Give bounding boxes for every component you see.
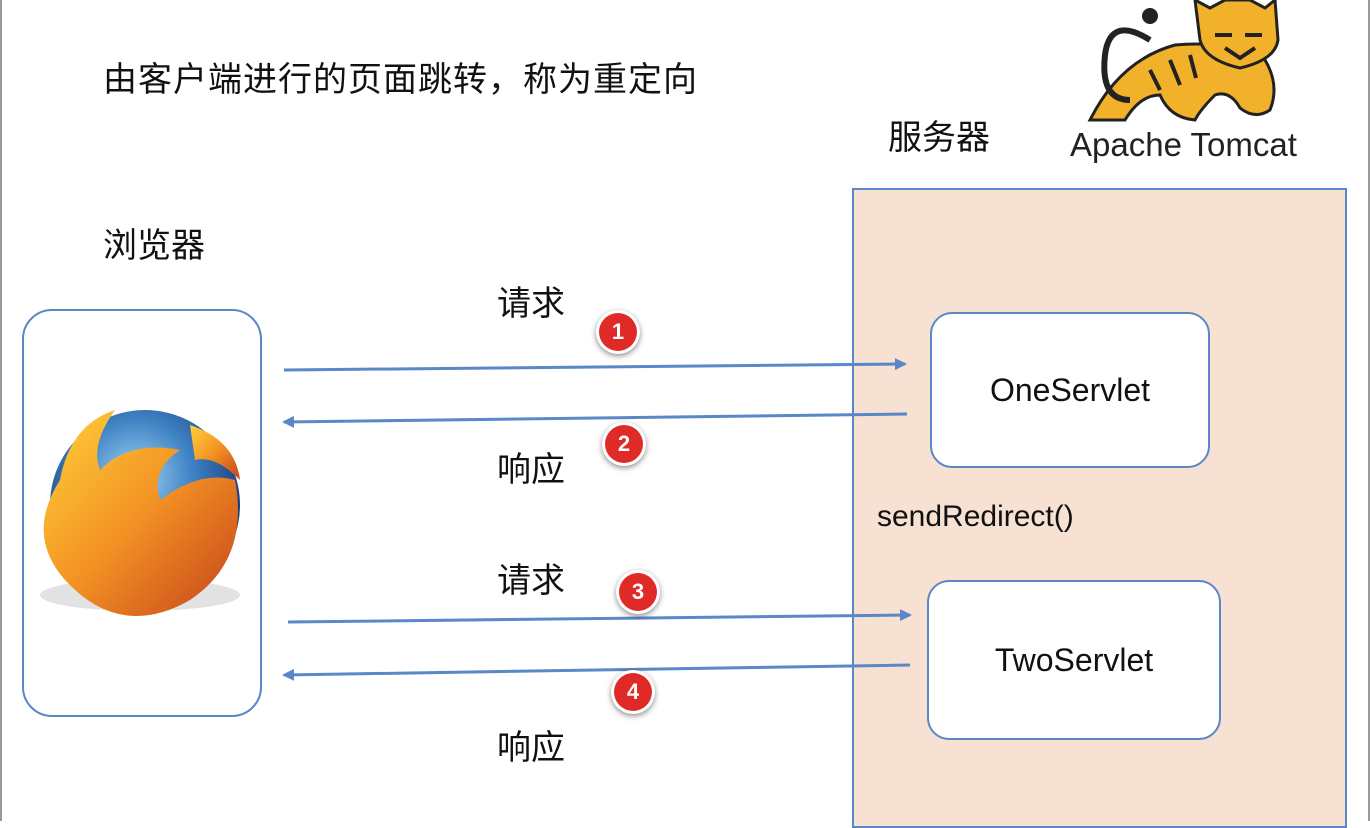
arrow-label-2: 响应 (497, 450, 565, 490)
step-badge-3: 3 (619, 573, 657, 611)
browser-label: 浏览器 (103, 226, 205, 266)
step-badge-2: 2 (605, 425, 643, 463)
one-servlet-box: OneServlet (930, 312, 1210, 468)
step-badge-1: 1 (599, 313, 637, 351)
response-arrow-4 (282, 663, 911, 681)
arrow-label-4: 响应 (497, 728, 565, 768)
send-redirect-label: sendRedirect() (877, 500, 1074, 533)
request-arrow-3 (287, 609, 912, 624)
tomcat-label: Apache Tomcat (1070, 126, 1297, 163)
step-badge-4: 4 (614, 673, 652, 711)
response-arrow-2 (282, 412, 908, 428)
arrow-label-3: 请求 (497, 561, 565, 601)
diagram-title: 由客户端进行的页面跳转，称为重定向 (103, 60, 698, 100)
request-arrow-1 (283, 358, 907, 372)
arrow-label-1: 请求 (497, 284, 565, 324)
server-label: 服务器 (888, 118, 990, 158)
two-servlet-box: TwoServlet (927, 580, 1221, 740)
